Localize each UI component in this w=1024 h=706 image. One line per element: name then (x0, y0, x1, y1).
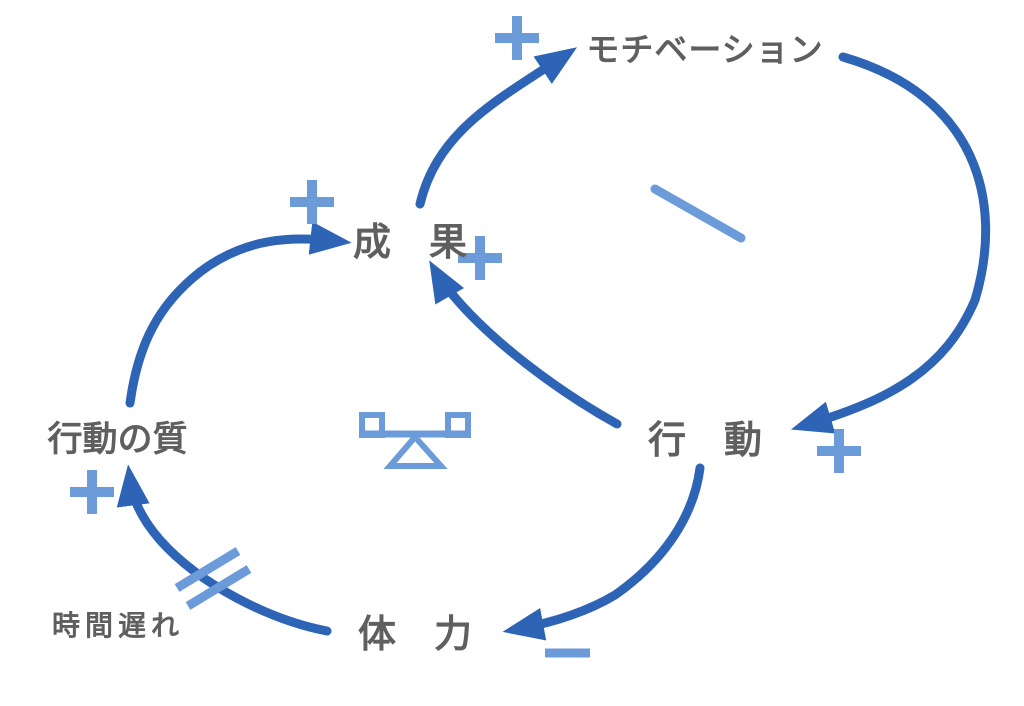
plus-sign-motivation-to-koudou-icon (817, 429, 861, 473)
edge-koudou-to-seika-arrow (429, 260, 622, 429)
plus-sign-koudou-to-seika-icon (458, 236, 502, 280)
delay-label: 時間遅れ (52, 610, 185, 641)
plus-sign-tairyoku-to-shitsu-icon (70, 470, 114, 514)
node-boxes (30, 15, 843, 663)
node-label-motivation: モチベーション (586, 30, 824, 68)
node-label-tairyoku: 体 力 (357, 613, 472, 656)
delay-slash-1 (174, 547, 241, 592)
node-box-koudou (618, 402, 792, 470)
edges (116, 47, 991, 641)
node-box-tairyoku (327, 597, 503, 663)
balance-scale-icon (359, 412, 471, 469)
delay-marks-icon (174, 547, 252, 610)
node-box-koudou-no-shitsu (30, 403, 205, 470)
balance-left-weight (359, 412, 385, 438)
plus-sign-shitsu-to-seika-icon (290, 180, 334, 224)
balance-fulcrum-triangle (383, 432, 448, 469)
node-label-seika: 成 果 (352, 221, 467, 264)
balance-right-weight (445, 412, 471, 438)
delay-slash-2 (185, 565, 252, 610)
edge-motivation-to-koudou-arrow (790, 52, 991, 434)
edge-seika-to-motivation-arrow (415, 47, 578, 209)
node-label-koudou-no-shitsu: 行動の質 (47, 420, 188, 459)
diagonal-line-icon (650, 184, 746, 243)
edge-tairyoku-to-shitsu-arrow (116, 464, 332, 636)
node-label-koudou: 行 動 (647, 419, 762, 462)
plus-sign-seika-to-motivation-icon (495, 16, 539, 60)
edge-koudou-to-tairyoku-arrow (502, 463, 705, 641)
node-box-motivation (567, 15, 843, 78)
edge-shitsu-to-seika-arrow (125, 221, 352, 408)
polarity-signs (70, 16, 861, 658)
